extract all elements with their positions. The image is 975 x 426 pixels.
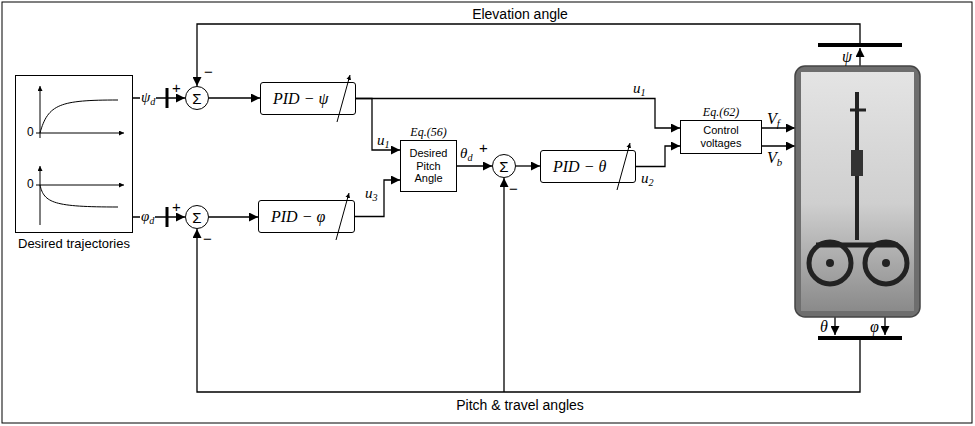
block-text: Desired Pitch Angle [404,147,453,185]
voltage-wire [760,145,795,146]
pid-block: PID − ψ [260,82,356,115]
sum-sign: + [479,140,488,155]
signal-name: φd [140,209,155,224]
summing-junction: Σ [185,86,209,110]
trajectory-plots [36,86,124,225]
feedback-wire [197,229,860,392]
axis-tick: 0 [27,178,34,190]
output-name: ψ [842,49,852,65]
sum-sign: + [172,199,181,214]
pid-block: PID − φ [258,200,355,233]
signal-name: Vf [767,111,780,127]
signal-connector [516,165,540,166]
signal-connector [356,99,680,129]
pid-block: PID − θ [540,150,636,183]
sum-sign: − [203,231,212,246]
signal-connector [209,216,258,217]
sum-sign: − [204,64,213,79]
equation-block: Eq.(56)Desired Pitch Angle [400,140,457,192]
summing-junction: Σ [492,154,516,178]
block-text: PID − φ [271,208,325,226]
signal-name: Vb [767,150,782,166]
equation-block: Eq.(62)Control voltages [680,120,762,154]
output-name: φ [870,319,879,335]
signal-connector [356,99,400,151]
signal-name: u1 [632,81,647,96]
signal-name: u3 [364,186,379,201]
sum-symbol: Σ [192,210,201,225]
feedback-wire [197,24,860,86]
signal-name: u1 [376,133,391,148]
sum-symbol: Σ [192,91,201,106]
output-arrow [834,317,835,335]
output-arrow [884,317,885,335]
block-text: Control voltages [684,124,758,149]
block-text: PID − ψ [273,90,328,108]
equation-ref: Eq.(62) [703,106,739,120]
sum-sign: − [509,181,518,196]
axis-tick: 0 [27,126,34,138]
signal-name: θd [459,146,473,161]
trajectory-box: Desired trajectories [15,75,133,233]
feedback-wire [503,178,504,392]
signal-name: u2 [640,171,655,186]
signal-name: ψd [140,90,156,105]
output-arrow [859,48,860,66]
feedback-label: Pitch & travel angles [456,398,584,412]
feedback-label: Elevation angle [472,7,568,21]
equation-ref: Eq.(56) [410,126,446,140]
signal-connector [209,97,260,98]
signal-connector [355,180,400,217]
signal-connector [457,165,492,166]
sum-sign: + [172,80,181,95]
output-name: θ [820,319,828,335]
sum-symbol: Σ [499,159,508,174]
block-text: PID − θ [553,158,606,176]
plant-photo [795,66,920,317]
summing-junction: Σ [185,205,209,229]
block-heading: Desired trajectories [18,236,130,251]
signal-connector [636,146,680,167]
